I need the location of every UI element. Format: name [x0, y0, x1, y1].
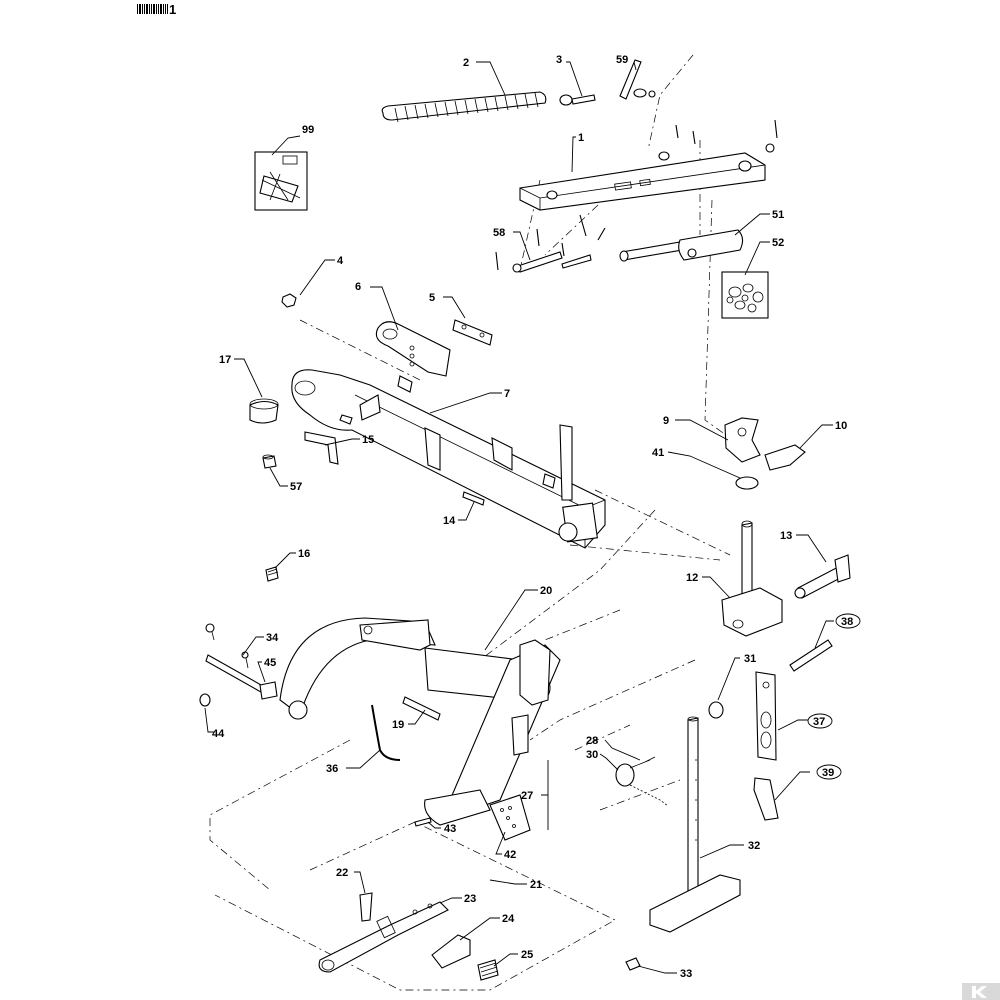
callout-13: 13 — [780, 530, 792, 542]
pin-58 — [495, 228, 592, 273]
callout-57: 57 — [290, 481, 302, 493]
pin-38 — [789, 639, 833, 672]
callout-10: 10 — [835, 420, 847, 432]
upper-arm — [519, 119, 778, 241]
callout-19: 19 — [392, 719, 404, 731]
bracket-15 — [304, 431, 339, 465]
callout-23: 23 — [464, 893, 476, 905]
pin-19 — [402, 696, 441, 721]
lug-plate-6 — [375, 321, 451, 377]
callout-oval-38 — [835, 613, 861, 629]
rod-36 — [371, 704, 401, 761]
barcode — [137, 4, 168, 14]
callout-9: 9 — [663, 415, 669, 427]
ring-31 — [708, 701, 724, 719]
callout-58: 58 — [493, 227, 505, 239]
callout-4: 4 — [337, 255, 344, 267]
bolt-22 — [359, 892, 373, 922]
callout-59: 59 — [616, 54, 628, 66]
cap-33 — [625, 957, 641, 971]
washer-44 — [199, 693, 211, 707]
swing-arm — [279, 617, 561, 826]
shaft-42 — [489, 794, 531, 841]
callout-39: 39 — [822, 767, 834, 779]
callout-36: 36 — [326, 763, 338, 775]
callout-3: 3 — [556, 54, 562, 66]
bolt-43 — [414, 817, 432, 827]
lynch-pin-28 — [615, 756, 669, 807]
callout-14: 14 — [443, 515, 456, 527]
seal-kit-52 — [721, 271, 769, 319]
callout-27: 27 — [521, 790, 533, 802]
callout-33: 33 — [680, 968, 692, 980]
bushing-45 — [259, 681, 278, 700]
callout-34: 34 — [266, 632, 279, 644]
callout-7: 7 — [504, 388, 510, 400]
callout-24: 24 — [502, 913, 515, 925]
callout-2: 2 — [463, 57, 469, 69]
callout-32: 32 — [748, 840, 760, 852]
callout-labels: 2 3 59 99 1 58 51 52 4 6 5 17 7 15 57 14… — [212, 54, 861, 980]
callout-45: 45 — [264, 657, 276, 669]
callout-15: 15 — [362, 434, 374, 446]
assembly-lines — [209, 54, 741, 991]
callout-43: 43 — [444, 823, 456, 835]
pad-10 — [764, 444, 806, 471]
callout-1: 1 — [578, 132, 584, 144]
callout-37: 37 — [813, 716, 825, 728]
spring-25 — [477, 959, 499, 981]
callout-21: 21 — [530, 879, 542, 891]
shaft-13 — [794, 554, 851, 599]
leader-lines — [204, 61, 834, 974]
plug-57 — [262, 454, 277, 469]
callout-6: 6 — [355, 281, 361, 293]
main-frame — [291, 369, 606, 549]
hydraulic-cylinder — [619, 229, 744, 262]
callout-38: 38 — [841, 616, 853, 628]
nut-4 — [281, 293, 297, 308]
callout-16: 16 — [298, 548, 310, 560]
bracket-24 — [431, 934, 471, 969]
washer-41 — [735, 476, 759, 490]
callout-42: 42 — [504, 849, 516, 861]
callout-22: 22 — [336, 867, 348, 879]
plate-5 — [452, 319, 493, 346]
callout-5: 5 — [429, 292, 435, 304]
callout-41: 41 — [652, 447, 664, 459]
tension-spring — [381, 91, 547, 123]
spring-16 — [265, 566, 279, 582]
plate-39 — [753, 777, 779, 821]
callout-oval-37 — [807, 713, 833, 729]
hardware-bag-99 — [254, 151, 308, 211]
callout-30: 30 — [586, 749, 598, 761]
bushing-17 — [249, 398, 279, 424]
callout-51: 51 — [772, 209, 784, 221]
clevis-9 — [724, 417, 761, 463]
upright-12 — [721, 520, 783, 637]
callout-99: 99 — [302, 124, 314, 136]
callout-44: 44 — [212, 728, 225, 740]
plate-37 — [755, 671, 777, 761]
callout-20: 20 — [540, 585, 552, 597]
callout-oval-39 — [816, 764, 842, 780]
eye-bolt — [559, 94, 596, 106]
callout-28: 28 — [586, 735, 598, 747]
callout-52: 52 — [772, 237, 784, 249]
sheet-ref: 1 — [169, 2, 176, 17]
callout-17: 17 — [219, 354, 231, 366]
link-arm-23 — [318, 901, 449, 973]
pin-34 — [205, 623, 271, 697]
stand-32 — [649, 716, 741, 933]
callout-31: 31 — [744, 653, 756, 665]
callout-25: 25 — [521, 949, 533, 961]
pin-14 — [462, 491, 485, 506]
callout-12: 12 — [686, 572, 698, 584]
watermark-logo — [962, 983, 1000, 1000]
